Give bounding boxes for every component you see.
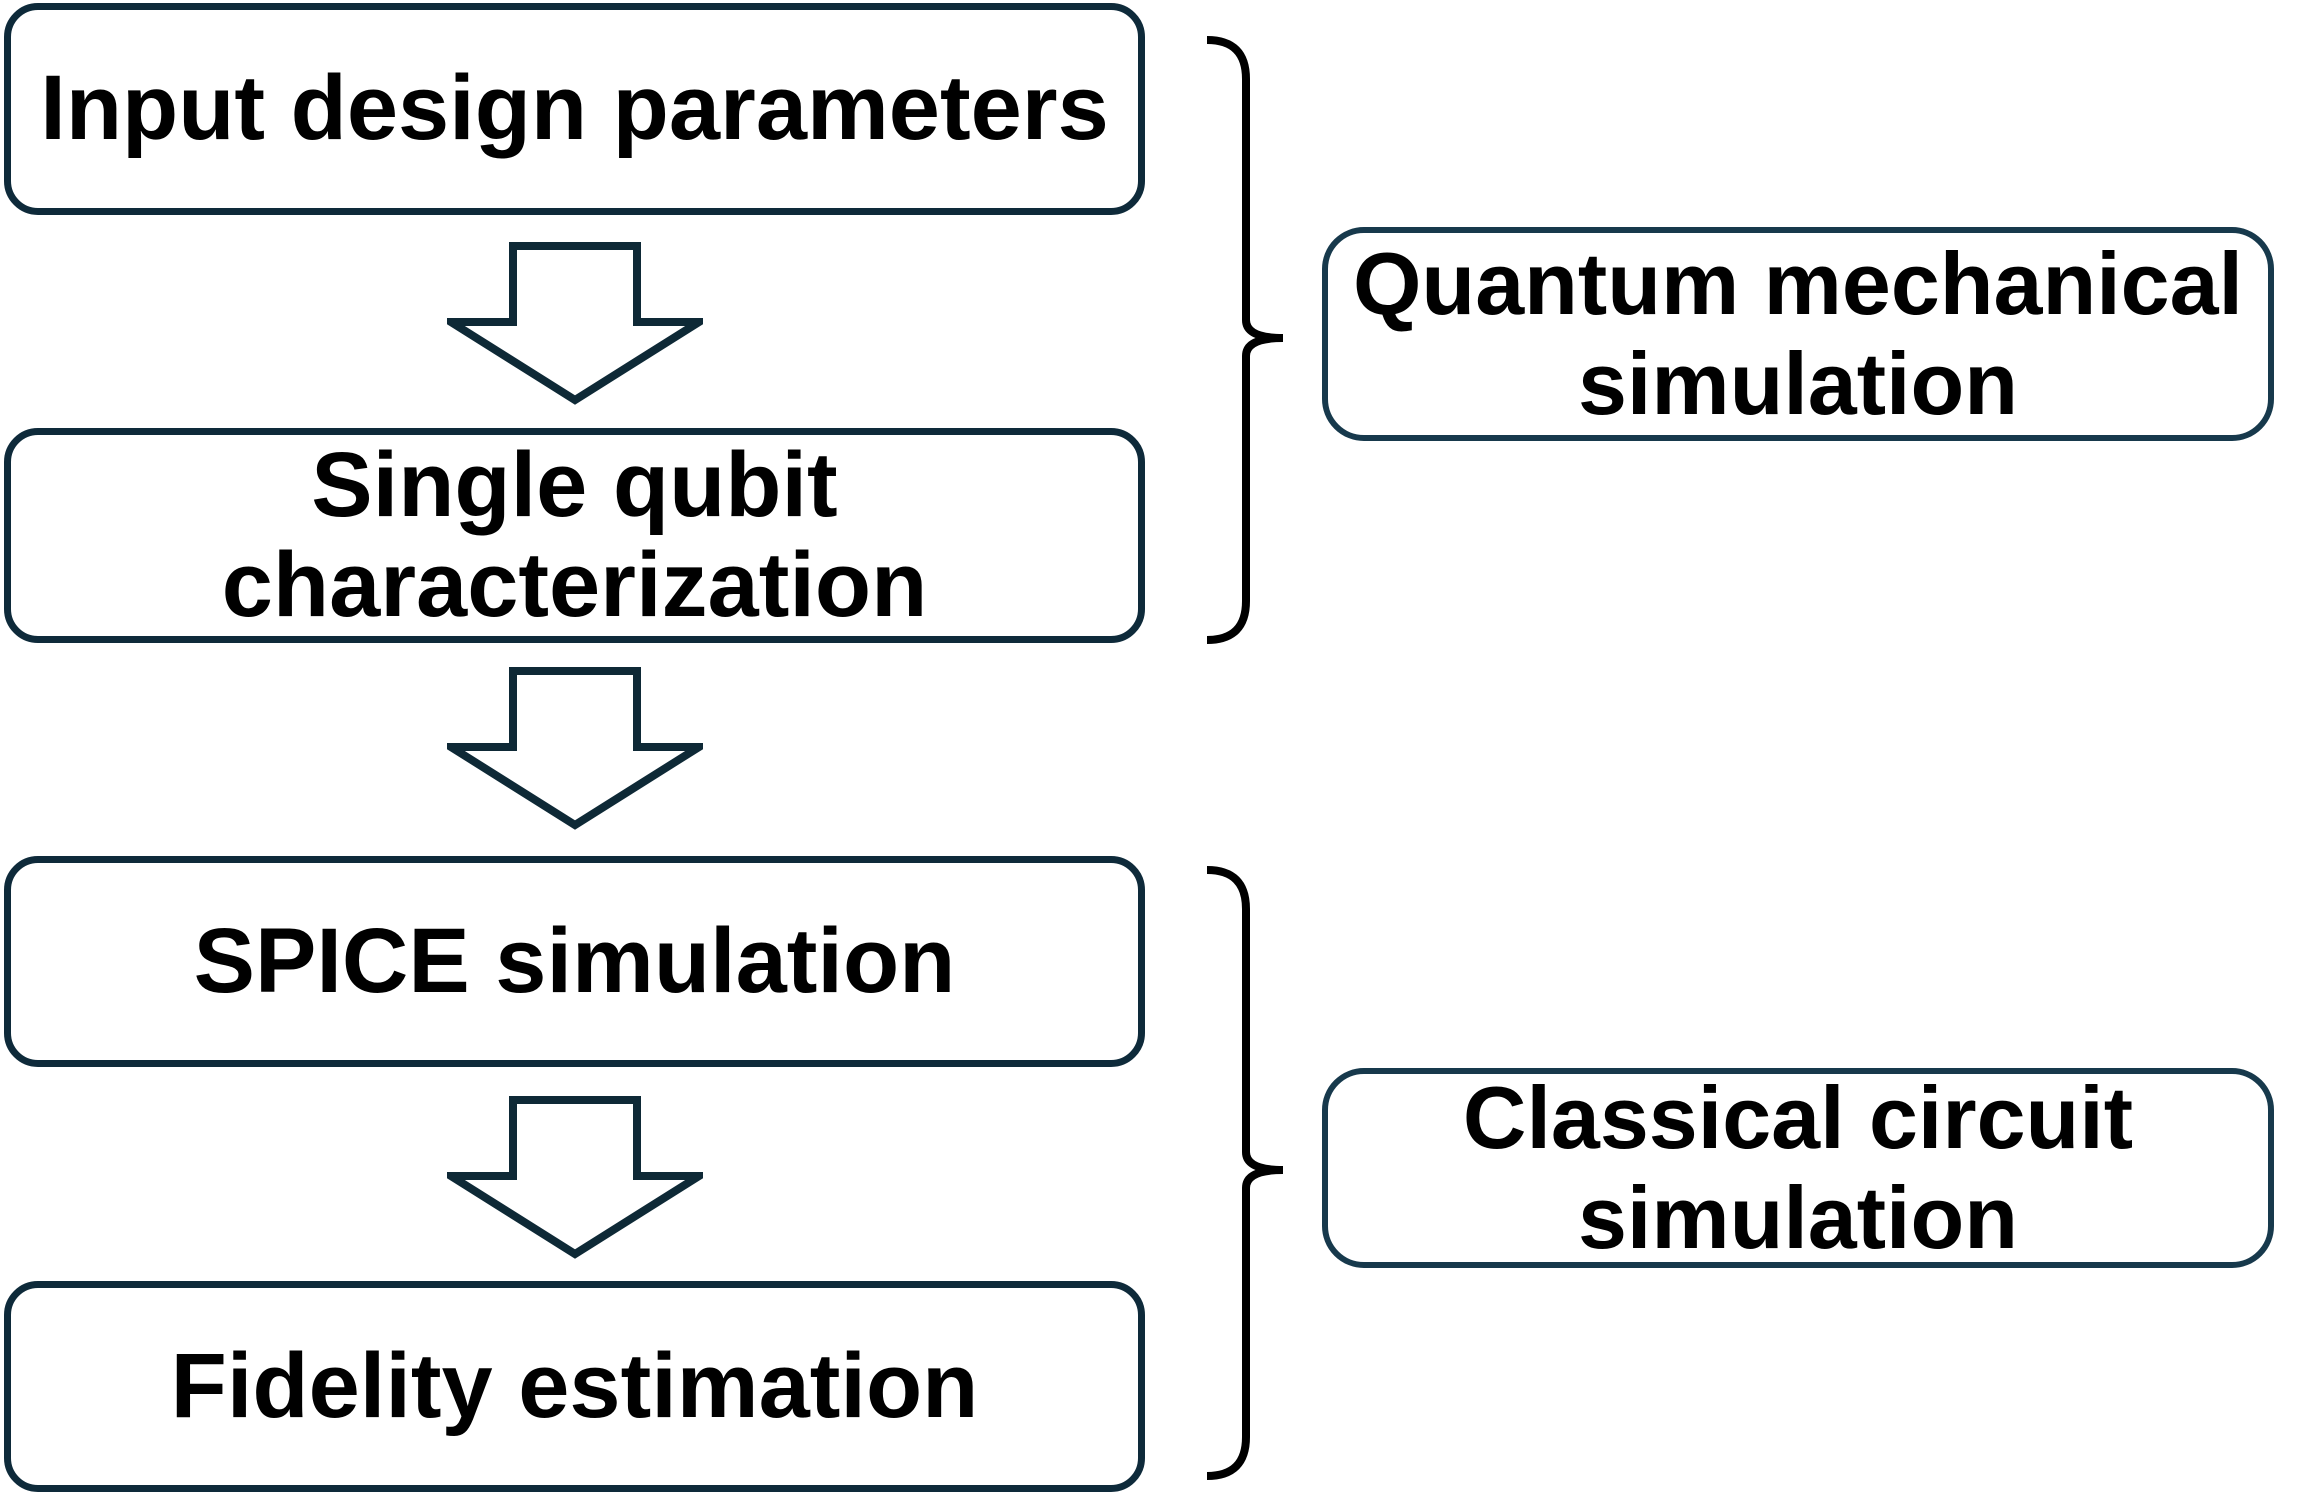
- flow-box-label: SPICE simulation: [193, 909, 956, 1012]
- group-label-classical-circuit-simulation: Classical circuit simulation: [1322, 1068, 2274, 1268]
- group-label-text: Quantum mechanical simulation: [1352, 233, 2243, 433]
- brace-classical-group: [1206, 866, 1284, 1480]
- flow-box-fidelity-estimation: Fidelity estimation: [4, 1281, 1145, 1492]
- down-arrow-icon: [447, 242, 703, 405]
- brace-quantum-group: [1206, 36, 1284, 644]
- group-label-text: Classical circuit simulation: [1462, 1067, 2134, 1267]
- down-arrow-icon: [447, 667, 703, 830]
- flow-box-input-design-parameters: Input design parameters: [4, 3, 1145, 215]
- flow-box-single-qubit-characterization: Single qubit characterization: [4, 428, 1145, 643]
- flow-box-label: Single qubit characterization: [221, 434, 928, 636]
- flow-box-label: Fidelity estimation: [170, 1334, 979, 1437]
- group-label-quantum-mechanical-simulation: Quantum mechanical simulation: [1322, 227, 2274, 441]
- down-arrow-icon: [447, 1096, 703, 1259]
- flow-box-spice-simulation: SPICE simulation: [4, 856, 1145, 1067]
- flow-box-label: Input design parameters: [40, 57, 1109, 160]
